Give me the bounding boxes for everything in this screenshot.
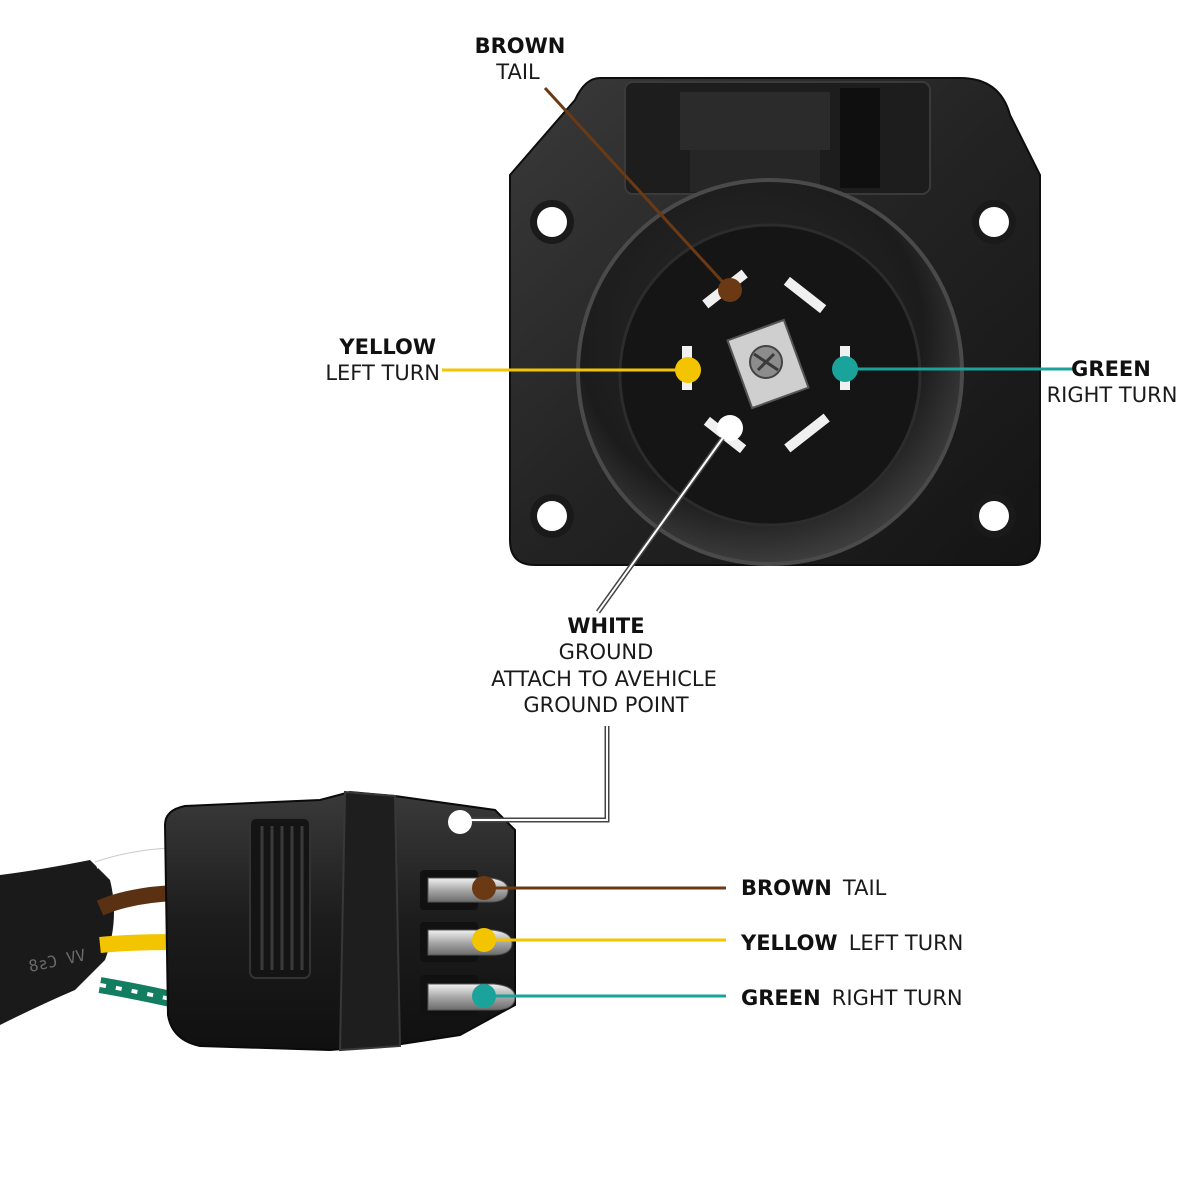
yellow-terminal-dot xyxy=(675,357,701,383)
yellow-plug-dot xyxy=(472,928,496,952)
plug-brown-color: BROWN xyxy=(741,876,832,900)
terminal-slot xyxy=(783,276,827,314)
white-leader-line xyxy=(597,427,731,613)
white-instruction-label: ATTACH TO AVEHICLE xyxy=(491,667,717,691)
plug-brown-label: BROWN TAIL xyxy=(741,876,887,900)
plug-labels: BROWN TAIL YELLOW LEFT TURN GREEN RIGHT … xyxy=(740,876,963,1010)
brown-function-label: TAIL xyxy=(495,60,540,84)
brown-pin xyxy=(427,877,509,903)
green-function-label: RIGHT TURN xyxy=(1047,383,1178,407)
trailer-plug: 8ƨϽ VV xyxy=(0,790,516,1052)
white-wire xyxy=(92,841,171,869)
yellow-color-label: YELLOW xyxy=(338,335,436,359)
mounting-hole-inner xyxy=(979,501,1009,531)
cable-jacket xyxy=(0,860,114,1025)
plug-yellow-color: YELLOW xyxy=(740,931,838,955)
white-instruction-label-2: GROUND POINT xyxy=(523,693,688,717)
plug-green-function: RIGHT TURN xyxy=(832,986,963,1010)
plug-yellow-function: LEFT TURN xyxy=(849,931,964,955)
plug-collar xyxy=(338,790,402,1052)
white-plug-leader-line-outline xyxy=(462,726,610,823)
socket-lid-ridge xyxy=(680,92,830,150)
white-plug-dot xyxy=(448,810,472,834)
brown-leader-line xyxy=(543,86,732,292)
white-function-label: GROUND xyxy=(559,640,654,664)
mounting-hole-inner xyxy=(979,207,1009,237)
yellow-wire xyxy=(99,934,176,953)
white-color-label: WHITE xyxy=(567,614,644,638)
callouts xyxy=(442,86,1075,1008)
plug-brown-function: TAIL xyxy=(842,876,887,900)
mounting-hole-inner xyxy=(537,207,567,237)
plug-green-label: GREEN RIGHT TURN xyxy=(741,986,963,1010)
plug-grip-panel xyxy=(249,817,311,979)
yellow-pin xyxy=(427,929,513,956)
brown-plug-dot xyxy=(472,876,496,900)
socket-labels: BROWN TAIL YELLOW LEFT TURN GREEN RIGHT … xyxy=(325,34,1177,717)
plug-grip-ridges xyxy=(260,826,304,970)
brown-color-label: BROWN xyxy=(475,34,566,58)
center-screw-slot xyxy=(753,352,779,372)
yellow-function-label: LEFT TURN xyxy=(325,361,440,385)
brown-terminal-dot xyxy=(718,278,742,302)
green-terminal-dot xyxy=(832,356,858,382)
white-wire-outline xyxy=(94,847,171,863)
green-color-label: GREEN xyxy=(1071,357,1151,381)
terminal-slot xyxy=(784,413,830,453)
plug-yellow-label: YELLOW LEFT TURN xyxy=(740,931,963,955)
socket-lid-spring xyxy=(840,88,880,188)
green-plug-dot xyxy=(472,984,496,1008)
white-terminal-dot xyxy=(717,415,743,441)
white-plug-leader-line xyxy=(462,726,608,821)
plug-green-color: GREEN xyxy=(741,986,821,1010)
mounting-hole-inner xyxy=(537,501,567,531)
trailer-socket xyxy=(509,77,1041,566)
